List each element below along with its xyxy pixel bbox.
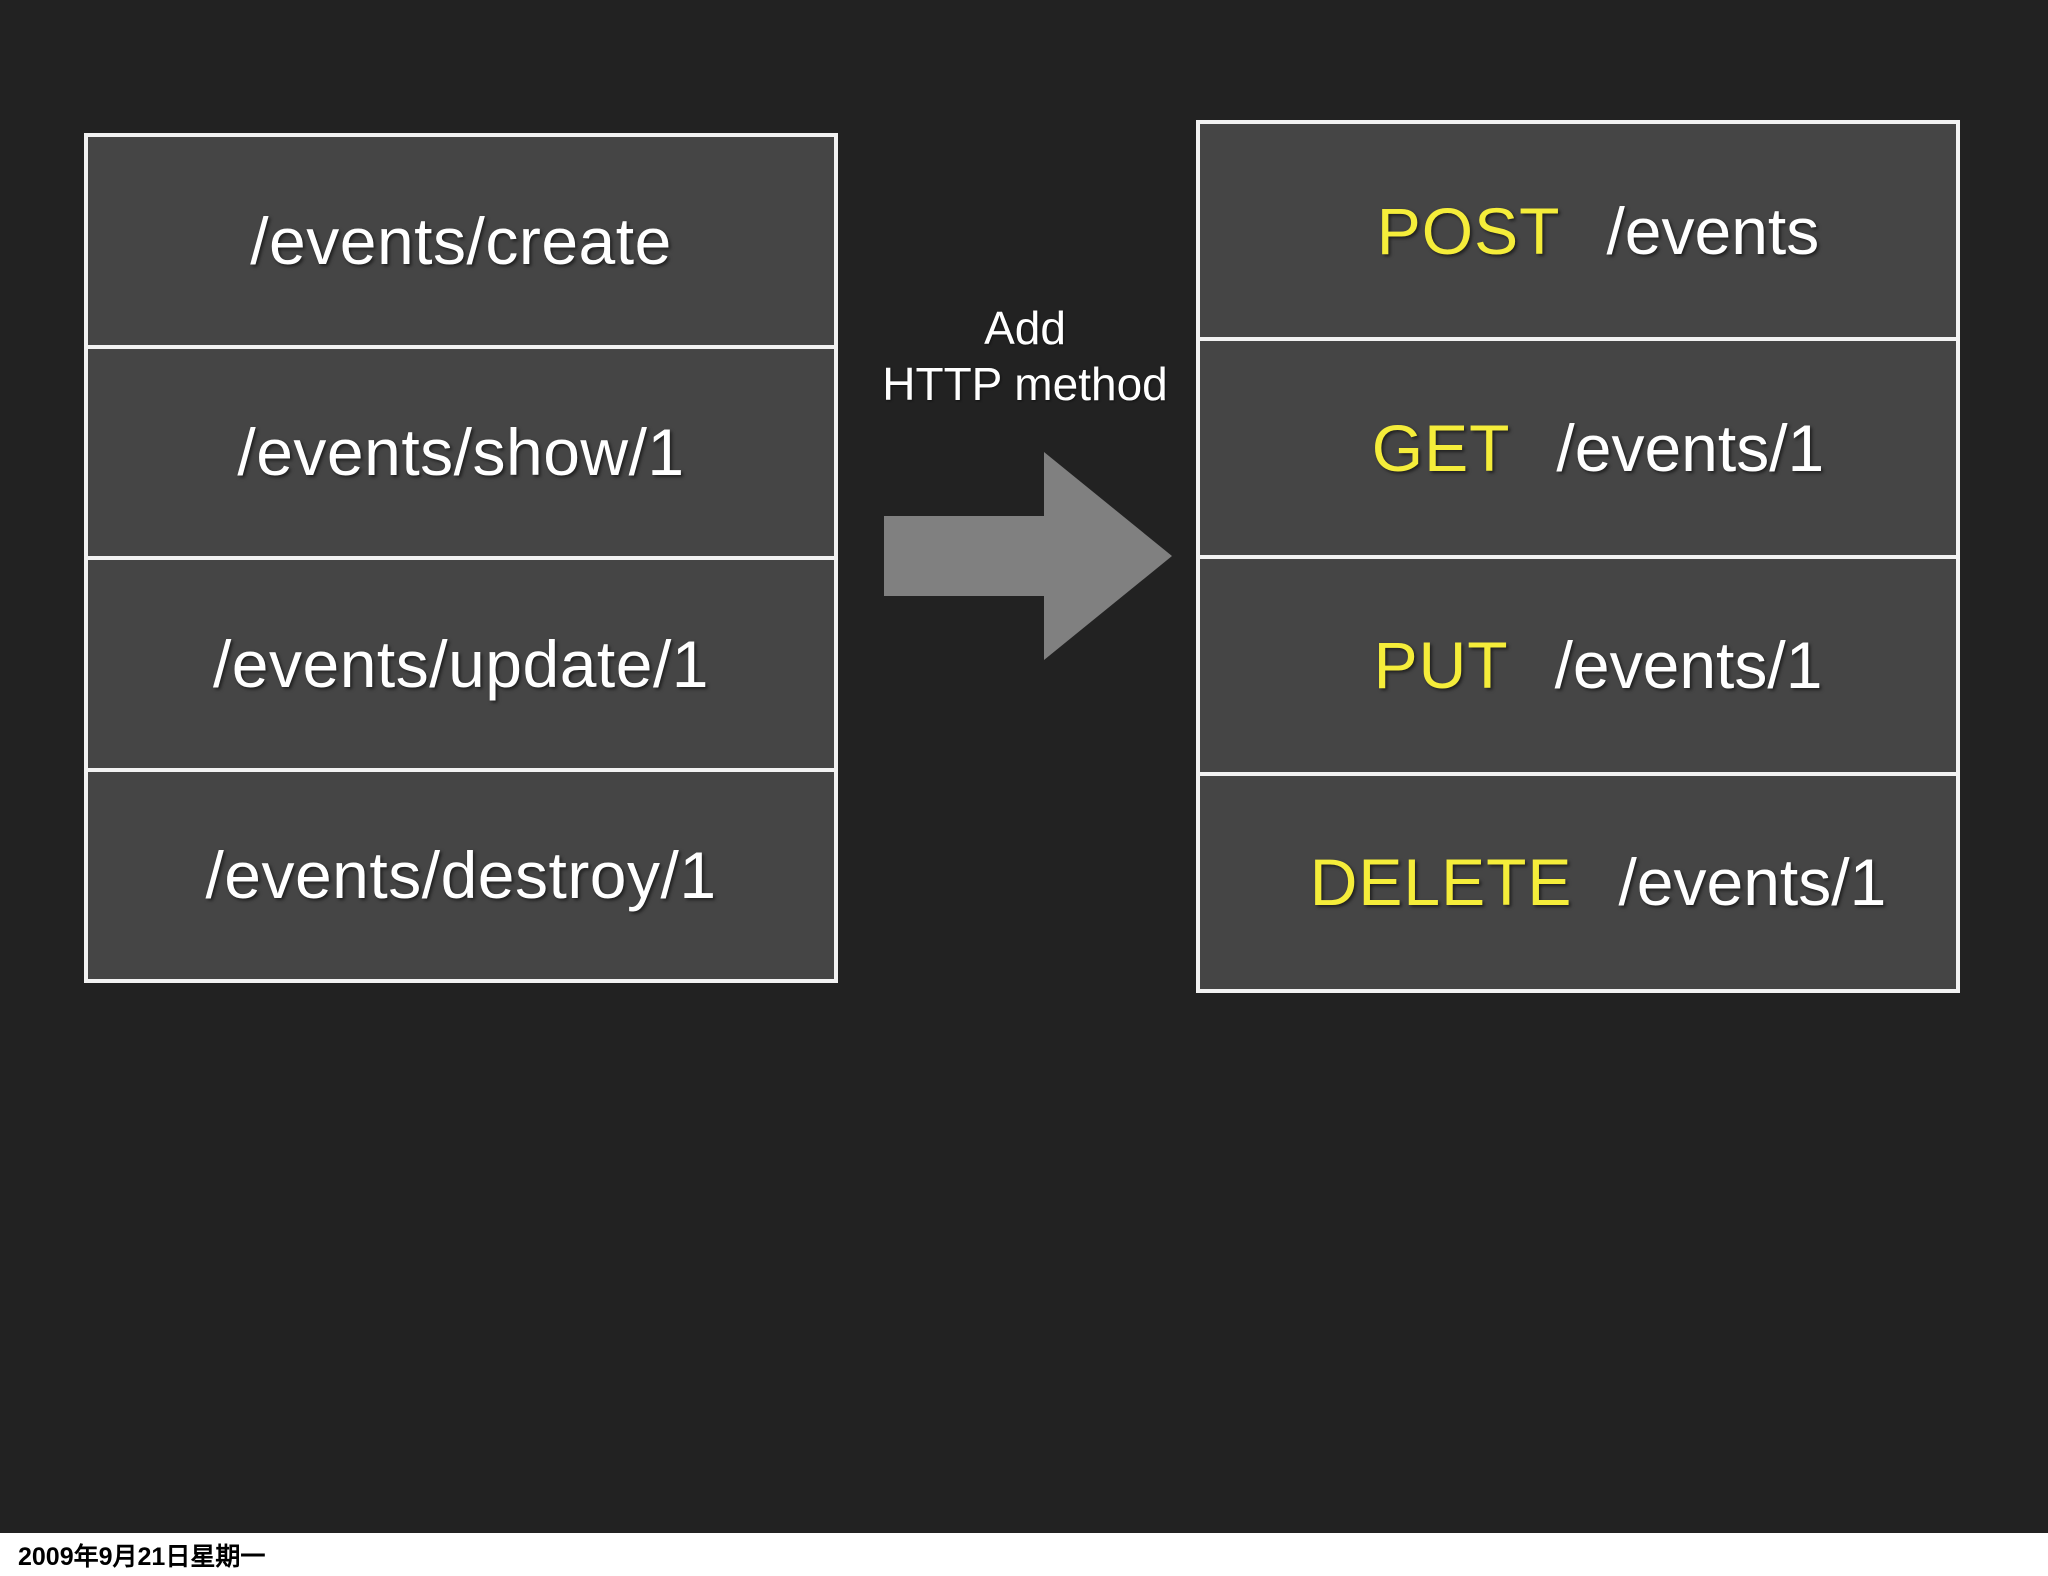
route-entry: DELETE /events/1 [1200,844,1956,920]
route-path: /events/create [250,203,672,278]
route-path: /events/show/1 [237,415,685,490]
table-row[interactable]: /events/update/1 [88,556,834,768]
table-row[interactable]: POST /events [1200,124,1956,338]
table-row[interactable]: DELETE /events/1 [1200,771,1956,989]
route-entry: POST /events [1200,193,1956,269]
transform-label: Add HTTP method [882,302,1168,411]
route-path: /events/update/1 [212,626,710,701]
table-row[interactable]: GET /events/1 [1200,337,1956,555]
route-path: /events [1606,193,1820,268]
slide-footer: 2009年9月21日星期一 [0,1533,2048,1576]
route-path: /events/1 [1554,628,1823,703]
table-row[interactable]: /events/show/1 [88,344,834,556]
action-style-routes-table: /events/create /events/show/1 /events/up… [84,133,838,983]
table-row[interactable]: /events/destroy/1 [88,767,834,979]
route-entry: GET /events/1 [1200,410,1956,486]
route-entry: PUT /events/1 [1200,627,1956,703]
http-method-badge: PUT [1373,628,1509,703]
route-path: /events/destroy/1 [205,838,717,913]
route-path: /events/1 [1618,845,1887,920]
restful-routes-table: POST /events GET /events/1 PUT /events/1… [1196,120,1960,993]
http-method-badge: POST [1376,193,1561,268]
right-arrow-icon [884,452,1172,660]
footer-date: 2009年9月21日星期一 [18,1542,266,1571]
table-row[interactable]: /events/create [88,137,834,345]
http-method-badge: DELETE [1309,845,1573,920]
route-path: /events/1 [1556,410,1825,485]
http-method-badge: GET [1371,410,1511,485]
slide-canvas: /events/create /events/show/1 /events/up… [0,0,2048,1533]
table-row[interactable]: PUT /events/1 [1200,554,1956,772]
